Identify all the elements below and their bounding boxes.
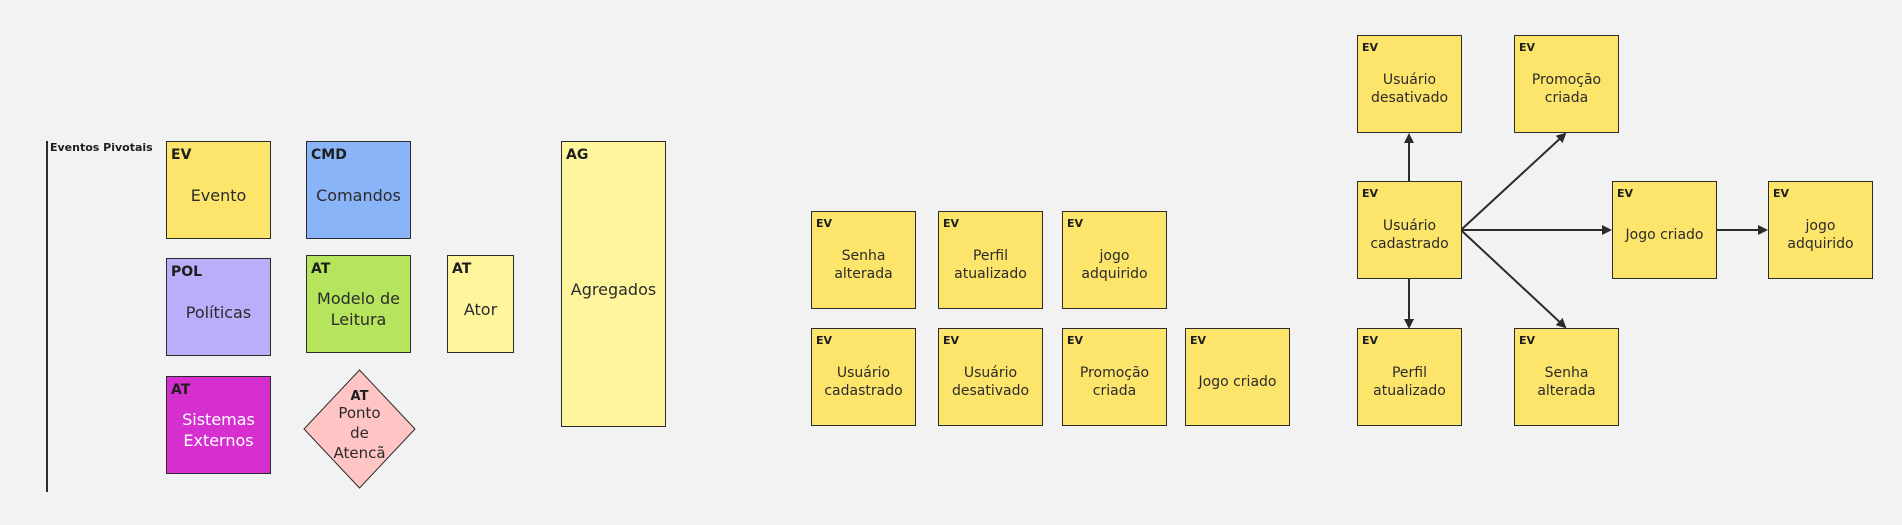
flow-note-promocao-criada[interactable]: EV Promoção criada <box>1514 35 1619 133</box>
event-label: Perfil atualizado <box>954 248 1027 282</box>
event-note-usuario-desativado[interactable]: EV Usuário desativado <box>938 328 1043 426</box>
event-label: Perfil atualizado <box>1373 365 1446 399</box>
arrow-to-senha-alterada <box>1461 230 1567 329</box>
event-tag: EV <box>1773 187 1790 200</box>
flow-note-usuario-desativado[interactable]: EV Usuário desativado <box>1357 35 1462 133</box>
legend-event-tag: EV <box>171 147 192 163</box>
legend-event-note[interactable]: EV Evento <box>166 141 271 239</box>
legend-policy-tag: POL <box>171 264 203 280</box>
flow-note-jogo-adquirido[interactable]: EV jogo adquirido <box>1768 181 1873 279</box>
flow-note-usuario-cadastrado[interactable]: EV Usuário cadastrado <box>1357 181 1462 279</box>
event-tag: EV <box>1617 187 1634 200</box>
legend-attention-label: Ponto de Atencã <box>303 403 416 463</box>
legend-command-tag: CMD <box>311 147 347 163</box>
flow-note-jogo-criado[interactable]: EV Jogo criado <box>1612 181 1717 279</box>
legend-event-label: Evento <box>190 185 247 205</box>
event-tag: EV <box>943 217 960 230</box>
event-label: Jogo criado <box>1625 227 1704 243</box>
event-tag: EV <box>1067 334 1084 347</box>
legend-read-model-tag: AT <box>311 261 331 277</box>
legend-aggregate-tag: AG <box>566 147 589 163</box>
event-note-usuario-cadastrado[interactable]: EV Usuário cadastrado <box>811 328 916 426</box>
event-tag: EV <box>1362 41 1379 54</box>
legend-actor-note[interactable]: AT Ator <box>447 255 514 353</box>
event-tag: EV <box>1519 41 1536 54</box>
event-label: Senha alterada <box>1537 365 1596 399</box>
legend-external-label: Sistemas Externos <box>182 410 255 450</box>
legend-attention-line-2: de <box>350 424 369 442</box>
legend-attention-line-1: Ponto <box>338 404 381 422</box>
event-note-promocao-criada[interactable]: EV Promoção criada <box>1062 328 1167 426</box>
event-tag: EV <box>1519 334 1536 347</box>
legend-attention-tag: AT <box>350 389 369 404</box>
event-note-senha-alterada[interactable]: EV Senha alterada <box>811 211 916 309</box>
event-label: jogo adquirido <box>1081 248 1148 282</box>
legend-read-model-label: Modelo de Leitura <box>317 289 400 329</box>
event-label: Usuário desativado <box>951 365 1030 399</box>
legend-aggregate-note[interactable]: AG Agregados <box>561 141 666 427</box>
event-label: Usuário desativado <box>1370 72 1449 106</box>
event-note-jogo-adquirido[interactable]: EV jogo adquirido <box>1062 211 1167 309</box>
legend-attention-diamond[interactable]: AT Ponto de Atencã <box>303 369 416 489</box>
legend-command-note[interactable]: CMD Comandos <box>306 141 411 239</box>
event-label: Usuário cadastrado <box>824 365 903 399</box>
event-label: Jogo criado <box>1198 374 1277 390</box>
event-tag: EV <box>816 334 833 347</box>
event-label: Usuário cadastrado <box>1370 218 1449 252</box>
section-title: Eventos Pivotais <box>50 141 153 154</box>
flow-note-perfil-atualizado[interactable]: EV Perfil atualizado <box>1357 328 1462 426</box>
legend-aggregate-label: Agregados <box>570 279 657 299</box>
event-note-perfil-atualizado[interactable]: EV Perfil atualizado <box>938 211 1043 309</box>
event-tag: EV <box>816 217 833 230</box>
legend-attention-line-3: Atencã <box>333 444 386 462</box>
event-label: Promoção criada <box>1079 365 1150 399</box>
legend-actor-tag: AT <box>452 261 472 277</box>
legend-external-note[interactable]: AT Sistemas Externos <box>166 376 271 474</box>
event-label: Senha alterada <box>834 248 893 282</box>
legend-policy-label: Políticas <box>185 302 252 322</box>
event-tag: EV <box>943 334 960 347</box>
event-tag: EV <box>1362 334 1379 347</box>
event-label: jogo adquirido <box>1787 218 1854 252</box>
event-note-jogo-criado[interactable]: EV Jogo criado <box>1185 328 1290 426</box>
event-tag: EV <box>1362 187 1379 200</box>
diamond-shape <box>303 369 416 489</box>
legend-external-tag: AT <box>171 382 191 398</box>
section-divider-line <box>46 141 48 492</box>
event-label: Promoção criada <box>1531 72 1602 106</box>
event-tag: EV <box>1067 217 1084 230</box>
legend-actor-label: Ator <box>463 299 498 319</box>
legend-policy-note[interactable]: POL Políticas <box>166 258 271 356</box>
event-tag: EV <box>1190 334 1207 347</box>
flow-note-senha-alterada[interactable]: EV Senha alterada <box>1514 328 1619 426</box>
legend-read-model-note[interactable]: AT Modelo de Leitura <box>306 255 411 353</box>
legend-command-label: Comandos <box>316 185 401 205</box>
arrow-to-promocao-criada <box>1461 132 1567 230</box>
